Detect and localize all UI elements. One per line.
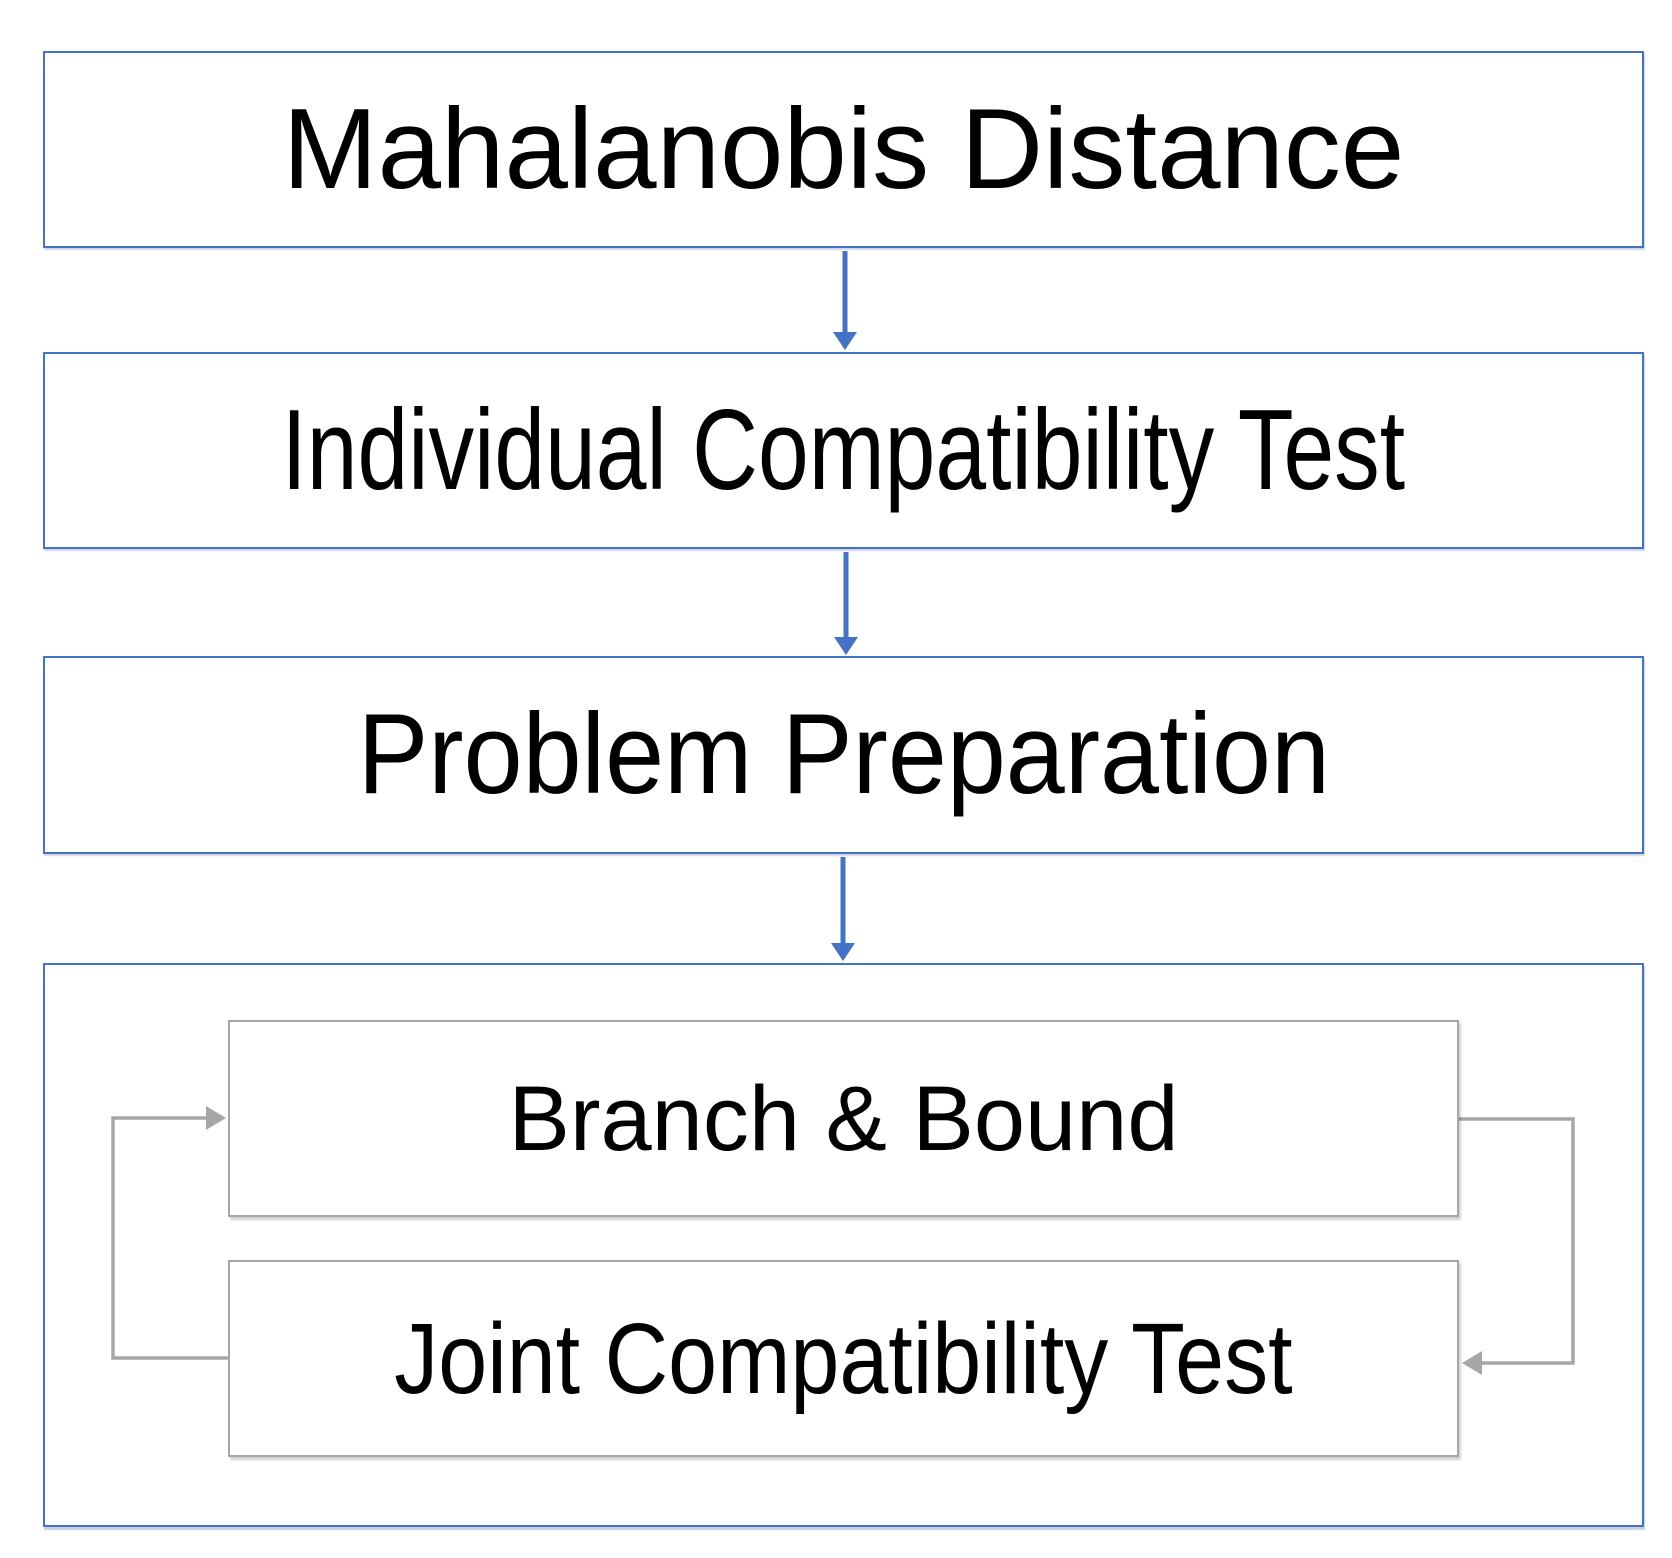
node-mahalanobis-distance-label: Mahalanobis Distance bbox=[282, 85, 1405, 213]
node-branch-and-bound-label: Branch & Bound bbox=[508, 1067, 1179, 1170]
node-individual-compatibility-test: Individual Compatibility Test bbox=[43, 352, 1644, 549]
arrow-problem-to-loop-container bbox=[831, 857, 855, 961]
loop-container bbox=[43, 963, 1644, 1527]
node-problem-preparation-label: Problem Preparation bbox=[357, 691, 1330, 818]
node-problem-preparation: Problem Preparation bbox=[43, 656, 1644, 854]
node-individual-compatibility-test-label: Individual Compatibility Test bbox=[281, 386, 1406, 514]
arrow-individual-to-problem bbox=[834, 552, 858, 655]
node-mahalanobis-distance: Mahalanobis Distance bbox=[43, 51, 1644, 248]
node-branch-and-bound: Branch & Bound bbox=[228, 1020, 1459, 1217]
node-joint-compatibility-test-label: Joint Compatibility Test bbox=[394, 1302, 1293, 1415]
node-joint-compatibility-test: Joint Compatibility Test bbox=[228, 1260, 1459, 1457]
arrow-mahalanobis-to-individual bbox=[833, 251, 857, 350]
